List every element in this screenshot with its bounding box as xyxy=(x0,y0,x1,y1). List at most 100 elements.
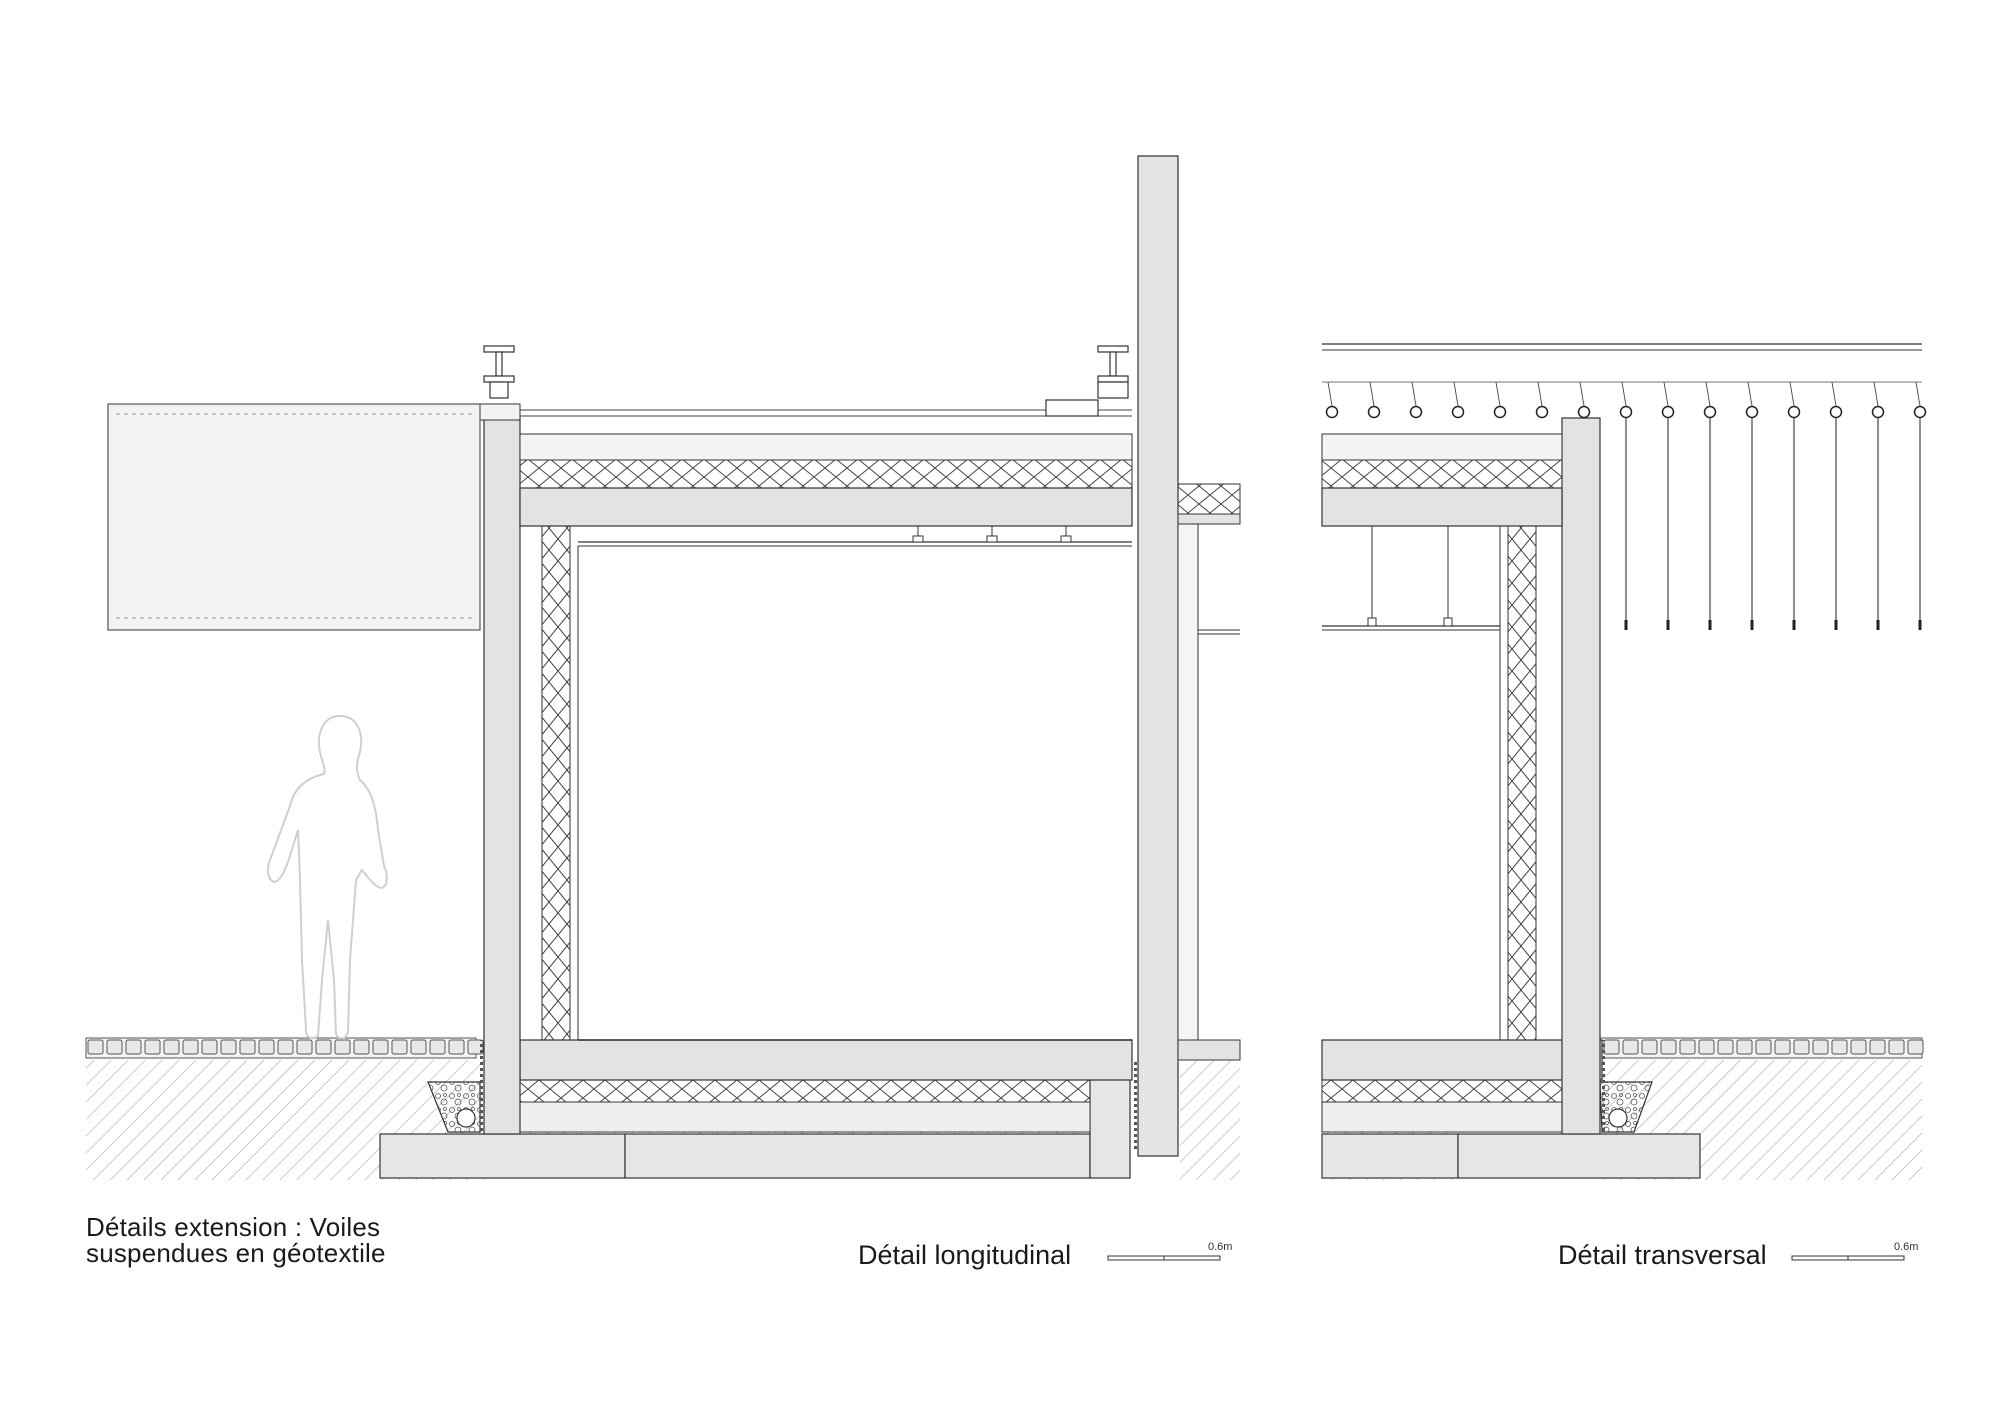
paving-block xyxy=(1793,1039,1810,1055)
paving-block xyxy=(106,1039,123,1055)
paving-block xyxy=(315,1039,332,1055)
tall-wall xyxy=(1137,155,1179,1157)
label-transversal: Détail transversal xyxy=(1558,1240,1767,1270)
paving-block xyxy=(182,1039,199,1055)
left-wall-membrane xyxy=(477,1040,484,1134)
floor-slab xyxy=(519,1039,1133,1081)
paving-block xyxy=(1850,1039,1867,1055)
paving-block xyxy=(201,1039,218,1055)
scale-text-longitudinal: 0.6m xyxy=(1208,1241,1233,1253)
paving-block xyxy=(220,1039,237,1055)
ceiling-hangers xyxy=(912,526,1072,543)
longitudinal-section xyxy=(85,155,1241,1180)
paving-block xyxy=(372,1039,389,1055)
inner-insulation-left xyxy=(541,525,571,1041)
sail-ring xyxy=(1535,405,1549,419)
roof-topping xyxy=(519,433,1133,461)
floor-slab-trans xyxy=(1321,1039,1603,1081)
floor-insul-trans xyxy=(1321,1079,1563,1103)
paving-block xyxy=(1755,1039,1772,1055)
tall-wall-membrane xyxy=(1131,1060,1138,1150)
paving-block xyxy=(87,1039,104,1055)
paving-block xyxy=(1869,1039,1886,1055)
scale-bar-long xyxy=(1107,1255,1221,1261)
geotextile-sail xyxy=(107,403,481,631)
drain-pipe xyxy=(456,1108,476,1128)
paving-block xyxy=(296,1039,313,1055)
paving-block xyxy=(144,1039,161,1055)
soil-hatch-right xyxy=(1180,1060,1240,1180)
label-longitudinal: Détail longitudinal xyxy=(858,1240,1072,1270)
sail-ring xyxy=(1829,405,1843,419)
paving-blocks-right xyxy=(1603,1039,1924,1055)
sail-ring xyxy=(1787,405,1801,419)
roof-edge-cap xyxy=(479,403,521,421)
paving-block xyxy=(1774,1039,1791,1055)
footing-trans-a xyxy=(1321,1133,1459,1179)
steel-beam-left xyxy=(483,345,515,399)
adjacent-floor xyxy=(1177,1039,1241,1061)
human-figure xyxy=(266,714,388,1040)
paving-block xyxy=(1907,1039,1924,1055)
paving-blocks-left xyxy=(87,1039,484,1055)
sail-ring xyxy=(1367,405,1381,419)
paving-block xyxy=(258,1039,275,1055)
footing-trans-b xyxy=(1457,1133,1701,1179)
paving-block xyxy=(1622,1039,1639,1055)
left-wall xyxy=(483,417,521,1135)
sail-ring xyxy=(1745,405,1759,419)
adjacent-roof xyxy=(1177,483,1241,515)
paving-block xyxy=(163,1039,180,1055)
transversal-section xyxy=(1321,343,1927,1180)
title-line-2: suspendues en géotextile xyxy=(86,1238,386,1268)
sail-ring xyxy=(1913,405,1927,419)
sail-ring xyxy=(1493,405,1507,419)
paving-block xyxy=(1812,1039,1829,1055)
wall-trans-membrane xyxy=(1600,1040,1607,1134)
sail-ring xyxy=(1577,405,1591,419)
paving-block xyxy=(1698,1039,1715,1055)
sail-ring xyxy=(1661,405,1675,419)
paving-block xyxy=(1831,1039,1848,1055)
sheet-title: Détails extension : Voiles suspendues en… xyxy=(86,1214,386,1266)
paving-block xyxy=(353,1039,370,1055)
paving-block xyxy=(391,1039,408,1055)
sail-ring xyxy=(1325,405,1339,419)
footing-left xyxy=(379,1133,626,1179)
paving-block xyxy=(125,1039,142,1055)
roof-insul-trans xyxy=(1321,459,1563,489)
sail-rings xyxy=(1325,381,1927,630)
paving-block xyxy=(1888,1039,1905,1055)
sail-ring xyxy=(1451,405,1465,419)
paving-block xyxy=(1660,1039,1677,1055)
paving-block xyxy=(239,1039,256,1055)
footing-mid xyxy=(624,1133,1091,1179)
scale-bar-trans xyxy=(1791,1255,1905,1261)
sail-ring xyxy=(1619,405,1633,419)
roof-slab xyxy=(519,487,1133,527)
paving-block xyxy=(448,1039,465,1055)
floor-subbase-trans xyxy=(1321,1101,1563,1133)
adjacent-slab xyxy=(1177,513,1241,525)
paving-block xyxy=(277,1039,294,1055)
paving-block xyxy=(334,1039,351,1055)
wall-trans xyxy=(1561,417,1601,1135)
steel-beam-right xyxy=(1045,345,1129,417)
scale-text-transversal: 0.6m xyxy=(1894,1241,1919,1253)
paving-block xyxy=(410,1039,427,1055)
sail-ring xyxy=(1703,405,1717,419)
paving-block xyxy=(1736,1039,1753,1055)
floor-subbase xyxy=(519,1101,1091,1133)
title-line-1: Détails extension : Voiles xyxy=(86,1212,381,1242)
roof-insulation xyxy=(519,459,1133,489)
drain-pipe-trans xyxy=(1608,1108,1628,1128)
paving-block xyxy=(1717,1039,1734,1055)
sail-ring xyxy=(1871,405,1885,419)
roof-top-trans xyxy=(1321,433,1563,461)
sail-ring xyxy=(1409,405,1423,419)
adjacent-wall-insulation xyxy=(1177,523,1199,1045)
paving-block xyxy=(429,1039,446,1055)
paving-block xyxy=(1641,1039,1658,1055)
